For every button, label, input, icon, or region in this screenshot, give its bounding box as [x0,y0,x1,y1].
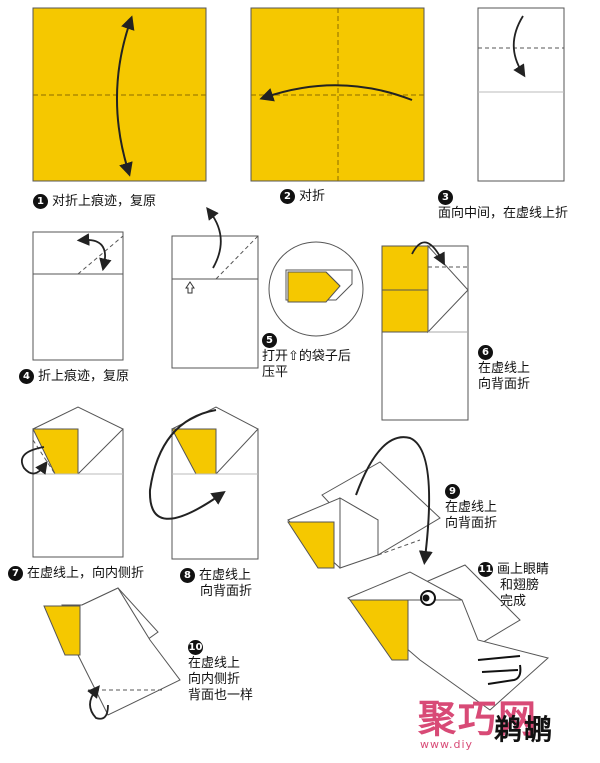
step4-figure [32,231,124,361]
step7-text: 在虚线上，向内侧折 [27,566,145,581]
step9-figure [287,436,441,569]
step10-text-3: 背面也一样 [188,688,254,703]
step2-label: 2 对折 [280,189,325,205]
step11-label: 11 画上眼睛 和翅膀 完成 [478,562,549,610]
step11-text-2: 和翅膀 [500,578,540,593]
step6-text-1: 在虚线上 [478,361,531,376]
step10-text-2: 向内侧折 [188,672,241,687]
step10-number: 10 [188,640,203,655]
step9-text-2: 向背面折 [445,516,498,531]
step10-figure [43,587,181,720]
step5-label: 5 打开⇧的袋子后 压平 [262,333,351,381]
step2-text: 对折 [299,189,326,204]
step1-figure [32,7,207,182]
step5-detail [268,241,364,337]
step6-label: 6 在虚线上 向背面折 [478,345,530,393]
step6-number: 6 [478,345,493,360]
step6-figure [381,241,469,421]
step3-text: 面向中间，在虚线上折 [438,206,569,221]
step10-label: 10 在虚线上 向内侧折 背面也一样 [188,640,253,704]
watermark-url: www.diy [420,738,474,751]
step11-text-3: 完成 [500,594,527,609]
step3-number: 3 [438,190,453,205]
step11-number: 11 [478,562,493,577]
step2-number: 2 [280,189,295,204]
step5-text-1: 打开 [262,349,289,364]
step1-number: 1 [33,194,48,209]
step1-text: 对折上痕迹，复原 [52,194,157,209]
step1-label: 1 对折上痕迹，复原 [33,194,156,210]
step9-text-1: 在虚线上 [445,500,498,515]
step7-figure [20,406,124,558]
step10-text-1: 在虚线上 [188,656,241,671]
watermark-logo: 聚巧网 [418,696,539,741]
step7-number: 7 [8,566,23,581]
step5-text-2: 压平 [262,365,289,380]
step4-label: 4 折上痕迹，复原 [19,369,129,385]
step11-text-1: 画上眼睛 [497,562,550,577]
step8-text-2: 向背面折 [200,584,253,599]
step5-text-1b: 的袋子后 [298,349,351,364]
step8-figure [148,406,259,560]
step6-text-2: 向背面折 [478,377,531,392]
step3-figure [477,7,565,182]
open-arrow-icon: ⇧ [288,349,299,364]
step9-label: 9 在虚线上 向背面折 [445,484,497,532]
step5-figure [171,207,259,369]
step7-label: 7 在虚线上，向内侧折 [8,566,144,582]
step5-number: 5 [262,333,277,348]
step2-figure [250,7,425,182]
step11-figure [347,564,550,711]
step8-number: 8 [180,568,195,583]
step4-text: 折上痕迹，复原 [38,369,130,384]
diagram-title: 鹈鹕 [494,713,555,746]
step8-text-1: 在虚线上 [199,568,252,583]
step4-number: 4 [19,369,34,384]
step3-label: 3 面向中间，在虚线上折 [438,190,568,222]
step9-number: 9 [445,484,460,499]
step8-label: 8 在虚线上 向背面折 [180,568,252,600]
